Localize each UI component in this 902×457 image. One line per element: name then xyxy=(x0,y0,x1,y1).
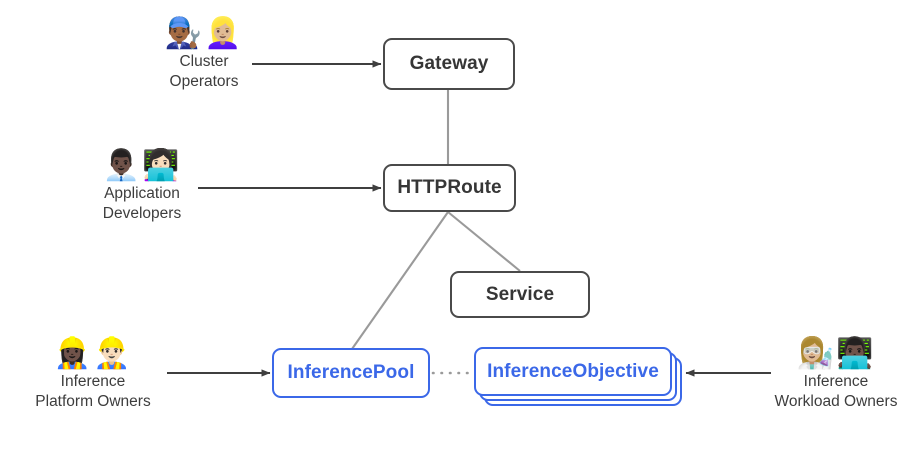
inference-platform-owners-label: Inference Platform Owners xyxy=(35,372,151,410)
actor-cluster-operators: 👨🏾‍🔧👱🏼‍♀️ Cluster Operators xyxy=(148,18,260,92)
inference-workload-owners-label: Inference Workload Owners xyxy=(774,372,898,410)
node-inferenceobjective[interactable]: InferenceObjective xyxy=(474,347,672,396)
inference-platform-owners-emoji-icons: 👷🏿‍♀️👷🏻‍♂️ xyxy=(53,336,133,371)
application-developers-emoji-icons: 👨🏿‍💼👩🏻‍💻 xyxy=(102,148,182,183)
cluster-operators-label: Cluster Operators xyxy=(169,52,239,90)
actor-application-developers: 👨🏿‍💼👩🏻‍💻 Application Developers xyxy=(84,150,200,224)
actor-inference-platform-owners: 👷🏿‍♀️👷🏻‍♂️ Inference Platform Owners xyxy=(23,338,163,412)
node-httproute-label: HTTPRoute xyxy=(397,177,502,198)
node-inferenceobjective-label: InferenceObjective xyxy=(487,360,659,382)
application-developers-label: Application Developers xyxy=(102,184,182,222)
node-service[interactable]: Service xyxy=(450,271,590,318)
node-gateway-label: Gateway xyxy=(409,53,489,74)
node-inferenceobjective-stack: InferenceObjective xyxy=(474,347,684,409)
actor-inference-workload-owners: 👩🏼‍🔬👨🏿‍💻 Inference Workload Owners xyxy=(770,338,902,412)
node-httproute[interactable]: HTTPRoute xyxy=(383,164,516,212)
inference-workload-owners-emoji-icons: 👩🏼‍🔬👨🏿‍💻 xyxy=(796,336,876,371)
node-inferencepool[interactable]: InferencePool xyxy=(272,348,430,398)
node-gateway[interactable]: Gateway xyxy=(383,38,515,90)
cluster-operators-emoji-icons: 👨🏾‍🔧👱🏼‍♀️ xyxy=(164,16,244,51)
edge-httproute-to-inferencepool xyxy=(351,211,449,350)
edge-httproute-to-service xyxy=(447,211,521,272)
node-service-label: Service xyxy=(485,283,555,305)
node-inferencepool-label: InferencePool xyxy=(287,362,415,383)
